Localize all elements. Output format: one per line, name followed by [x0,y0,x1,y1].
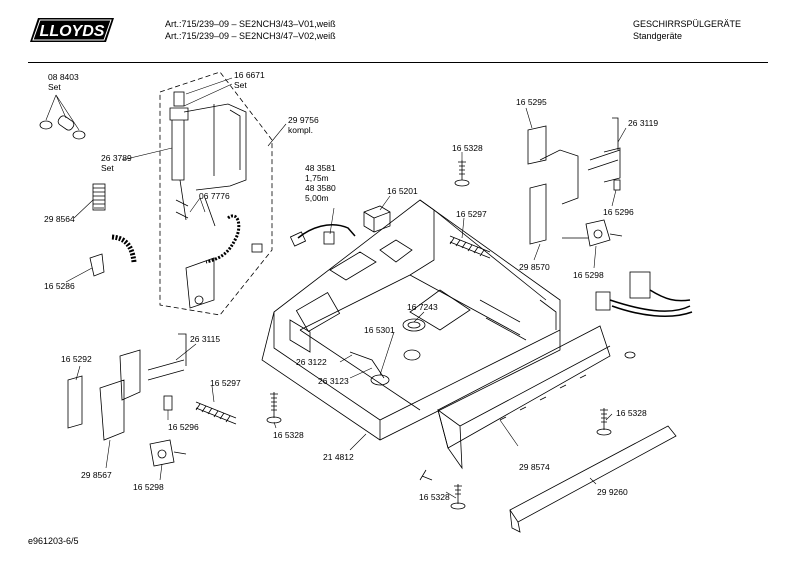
subcategory-title: Standgeräte [633,31,683,41]
header-divider [28,62,768,63]
part-label-167243: 16 7243 [407,302,438,312]
part-label-067776: 06 7776 [199,191,230,201]
spring-strips [195,235,491,425]
part-label-298567: 29 8567 [81,470,112,480]
part-label-299260: 29 9260 [597,487,628,497]
part-label-165201: 16 5201 [387,186,418,196]
category-title: GESCHIRRSPÜLGERÄTE [633,19,742,29]
part-label-165298-b: 16 5298 [133,482,164,492]
document-id: e961203-6/5 [28,536,79,546]
part-label-165298-a: 16 5298 [573,270,604,280]
screws-bottom [266,351,636,510]
part-label-165296-a: 16 5296 [603,207,634,217]
brand-logo: LLOYDS [30,18,114,42]
part-label-299756: 29 9756 kompl. [288,115,319,135]
left-bracket [67,333,187,441]
part-label-263119: 26 3119 [628,118,659,128]
part-label-088403: 08 8403 Set [48,72,79,92]
part-label-165297-b: 16 5297 [210,378,241,388]
kick-panel [437,325,611,470]
hose-clamp-parts [39,115,86,140]
plinth-strip [509,425,677,533]
hose-clip [89,253,105,277]
part-label-165292: 16 5292 [61,354,92,364]
part-label-214812: 21 4812 [323,452,354,462]
connector-block [363,205,391,233]
part-label-263123: 26 3123 [318,376,349,386]
assembly-boundary [159,71,273,316]
part-label-298570: 29 8570 [519,262,550,272]
right-bracket [527,117,621,245]
part-label-483581: 48 3581 1,75m 48 3580 5,00m [305,163,336,203]
part-label-165295: 16 5295 [516,97,547,107]
screw-top [454,160,470,187]
corrugated-hose [111,234,137,263]
part-label-165301: 16 5301 [364,325,395,335]
inlet-valve-assembly [169,91,263,309]
hinge-right [562,219,623,247]
article-line-1: Art.:715/239–09 – SE2NCH3/43–V01,weiß [165,19,336,29]
part-label-165297-a: 16 5297 [456,209,487,219]
hinge-left [149,439,187,467]
part-label-298574: 29 8574 [519,462,550,472]
part-label-263789: 26 3789 Set [101,153,132,173]
leader-lines [45,77,627,499]
article-line-2: Art.:715/239–09 – SE2NCH3/47–V02,weiß [165,31,336,41]
part-label-165328-c: 16 5328 [616,408,647,418]
part-label-165328-d: 16 5328 [419,492,450,502]
part-label-298564: 29 8564 [44,214,75,224]
part-label-165328-a: 16 5328 [452,143,483,153]
part-label-165328-b: 16 5328 [273,430,304,440]
part-label-166671: 16 6671 Set [234,70,265,90]
base-tub [261,199,561,441]
part-label-263122: 26 3122 [296,357,327,367]
part-label-165296-b: 16 5296 [168,422,199,432]
cable-harness [595,271,693,317]
part-label-263115: 26 3115 [190,334,221,344]
power-cable [289,224,356,247]
spring-part [92,183,106,211]
brand-logo-text: LLOYDS [40,23,105,40]
part-label-165286: 16 5286 [44,281,75,291]
